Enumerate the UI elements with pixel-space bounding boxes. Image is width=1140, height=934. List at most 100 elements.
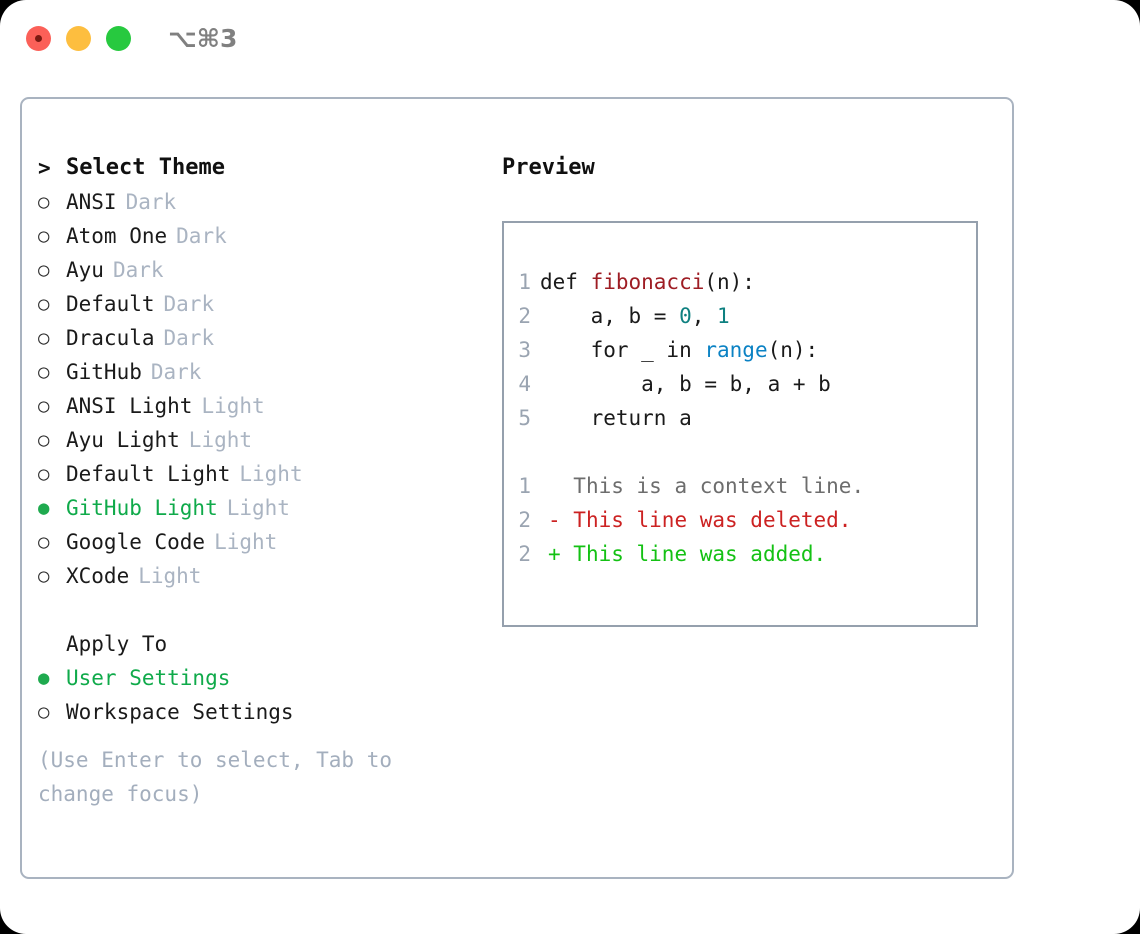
radio-unselected-icon[interactable]: ○ [38, 531, 50, 553]
diff-preview-block: 1 This is a context line.2- This line wa… [504, 469, 976, 571]
code-line: 3 for _ in range(n): [504, 333, 976, 367]
diff-line-sign: + [548, 542, 561, 566]
theme-option-default-light[interactable]: ○ Default Light Light [38, 457, 498, 491]
apply-to-option-user-settings[interactable]: ● User Settings [38, 661, 498, 695]
diff-line-text: This is a context line. [560, 474, 865, 498]
radio-unselected-icon[interactable]: ○ [38, 361, 50, 383]
theme-variant-tag: Dark [163, 326, 215, 350]
theme-variant-tag: Light [239, 462, 303, 486]
code-token-number: 1 [717, 304, 730, 328]
diff-line-number: 1 [518, 474, 531, 498]
code-token-plain: def [540, 270, 591, 294]
radio-unselected-icon[interactable]: ○ [38, 327, 50, 349]
code-token-plain: a, b = [540, 304, 680, 328]
code-line-content: a, b = b, a + b [540, 367, 831, 401]
theme-option-label: Google Code [66, 530, 206, 554]
theme-variant-tag: Dark [112, 258, 164, 282]
radio-unselected-icon[interactable]: ○ [38, 701, 50, 723]
code-line-number: 3 [518, 338, 531, 362]
theme-option-label: ANSI Light [66, 394, 193, 418]
theme-option-label: Ayu Light [66, 428, 180, 452]
apply-to-option-list: ● User Settings ○ Workspace Settings [38, 661, 498, 729]
code-token-plain: for _ in [540, 338, 705, 362]
theme-option-ansi-light[interactable]: ○ ANSI Light Light [38, 389, 498, 423]
diff-line-number: 2 [518, 542, 531, 566]
theme-option-ayu[interactable]: ○ Ayu Dark [38, 253, 498, 287]
radio-unselected-icon[interactable]: ○ [38, 429, 50, 451]
radio-unselected-icon[interactable]: ○ [38, 463, 50, 485]
diff-line-number: 2 [518, 508, 531, 532]
theme-option-label: GitHub Light [66, 496, 218, 520]
apply-to-option-workspace-settings[interactable]: ○ Workspace Settings [38, 695, 498, 729]
title-bar: ⌥⌘3 [0, 0, 1140, 78]
code-line-number: 5 [518, 406, 531, 430]
theme-option-default[interactable]: ○ Default Dark [38, 287, 498, 321]
theme-option-label: XCode [66, 564, 130, 588]
code-line: 2 a, b = 0, 1 [504, 299, 976, 333]
code-line-number: 4 [518, 372, 531, 396]
radio-selected-icon[interactable]: ● [38, 667, 50, 689]
code-line-content: return a [540, 401, 692, 435]
code-line-content: a, b = 0, 1 [540, 299, 730, 333]
radio-unselected-icon[interactable]: ○ [38, 395, 50, 417]
theme-option-xcode[interactable]: ○ XCode Light [38, 559, 498, 593]
theme-list-header: > Select Theme [38, 151, 498, 185]
theme-option-label: GitHub [66, 360, 142, 384]
code-line-content: for _ in range(n): [540, 333, 819, 367]
theme-variant-tag: Light [201, 394, 265, 418]
theme-option-label: Ayu [66, 258, 104, 282]
code-token-plain: (n): [704, 270, 755, 294]
maximize-window-icon[interactable] [106, 26, 131, 51]
theme-variant-tag: Dark [125, 190, 177, 214]
diff-line: 1 This is a context line. [504, 469, 976, 503]
keyboard-shortcut-label: ⌥⌘3 [168, 24, 238, 53]
apply-to-option-label: User Settings [66, 666, 231, 690]
theme-option-label: Default Light [66, 462, 231, 486]
radio-unselected-icon[interactable]: ○ [38, 191, 50, 213]
theme-list-header-label: Select Theme [66, 155, 225, 180]
code-token-builtin: range [704, 338, 768, 362]
code-line-content: def fibonacci(n): [540, 265, 755, 299]
radio-selected-icon[interactable]: ● [38, 497, 50, 519]
theme-variant-tag: Light [138, 564, 202, 588]
code-line: 5 return a [504, 401, 976, 435]
radio-unselected-icon[interactable]: ○ [38, 293, 50, 315]
code-token-plain: a, b = b, a + b [540, 372, 831, 396]
radio-unselected-icon[interactable]: ○ [38, 565, 50, 587]
code-token-number: 0 [679, 304, 692, 328]
list-spacer [38, 593, 498, 627]
theme-option-label: Atom One [66, 224, 168, 248]
diff-line-sign: - [548, 508, 561, 532]
diff-line: 2- This line was deleted. [504, 503, 976, 537]
theme-option-dracula[interactable]: ○ Dracula Dark [38, 321, 498, 355]
code-token-plain: return a [540, 406, 692, 430]
theme-option-github-light[interactable]: ● GitHub Light Light [38, 491, 498, 525]
code-token-plain: (n): [767, 338, 819, 362]
theme-variant-tag: Light [226, 496, 290, 520]
minimize-window-icon[interactable] [66, 26, 91, 51]
caret-right-icon: > [38, 156, 51, 180]
apply-to-option-label: Workspace Settings [66, 700, 294, 724]
theme-variant-tag: Dark [163, 292, 215, 316]
diff-line: 2+ This line was added. [504, 537, 976, 571]
theme-option-label: Default [66, 292, 155, 316]
code-line: 4 a, b = b, a + b [504, 367, 976, 401]
radio-unselected-icon[interactable]: ○ [38, 225, 50, 247]
theme-option-label: Dracula [66, 326, 155, 350]
radio-unselected-icon[interactable]: ○ [38, 259, 50, 281]
diff-line-text: This line was deleted. [560, 508, 852, 532]
code-token-function: fibonacci [590, 270, 705, 294]
apply-to-header-label: Apply To [66, 632, 168, 656]
code-line-number: 2 [518, 304, 531, 328]
close-window-icon[interactable] [26, 26, 51, 51]
